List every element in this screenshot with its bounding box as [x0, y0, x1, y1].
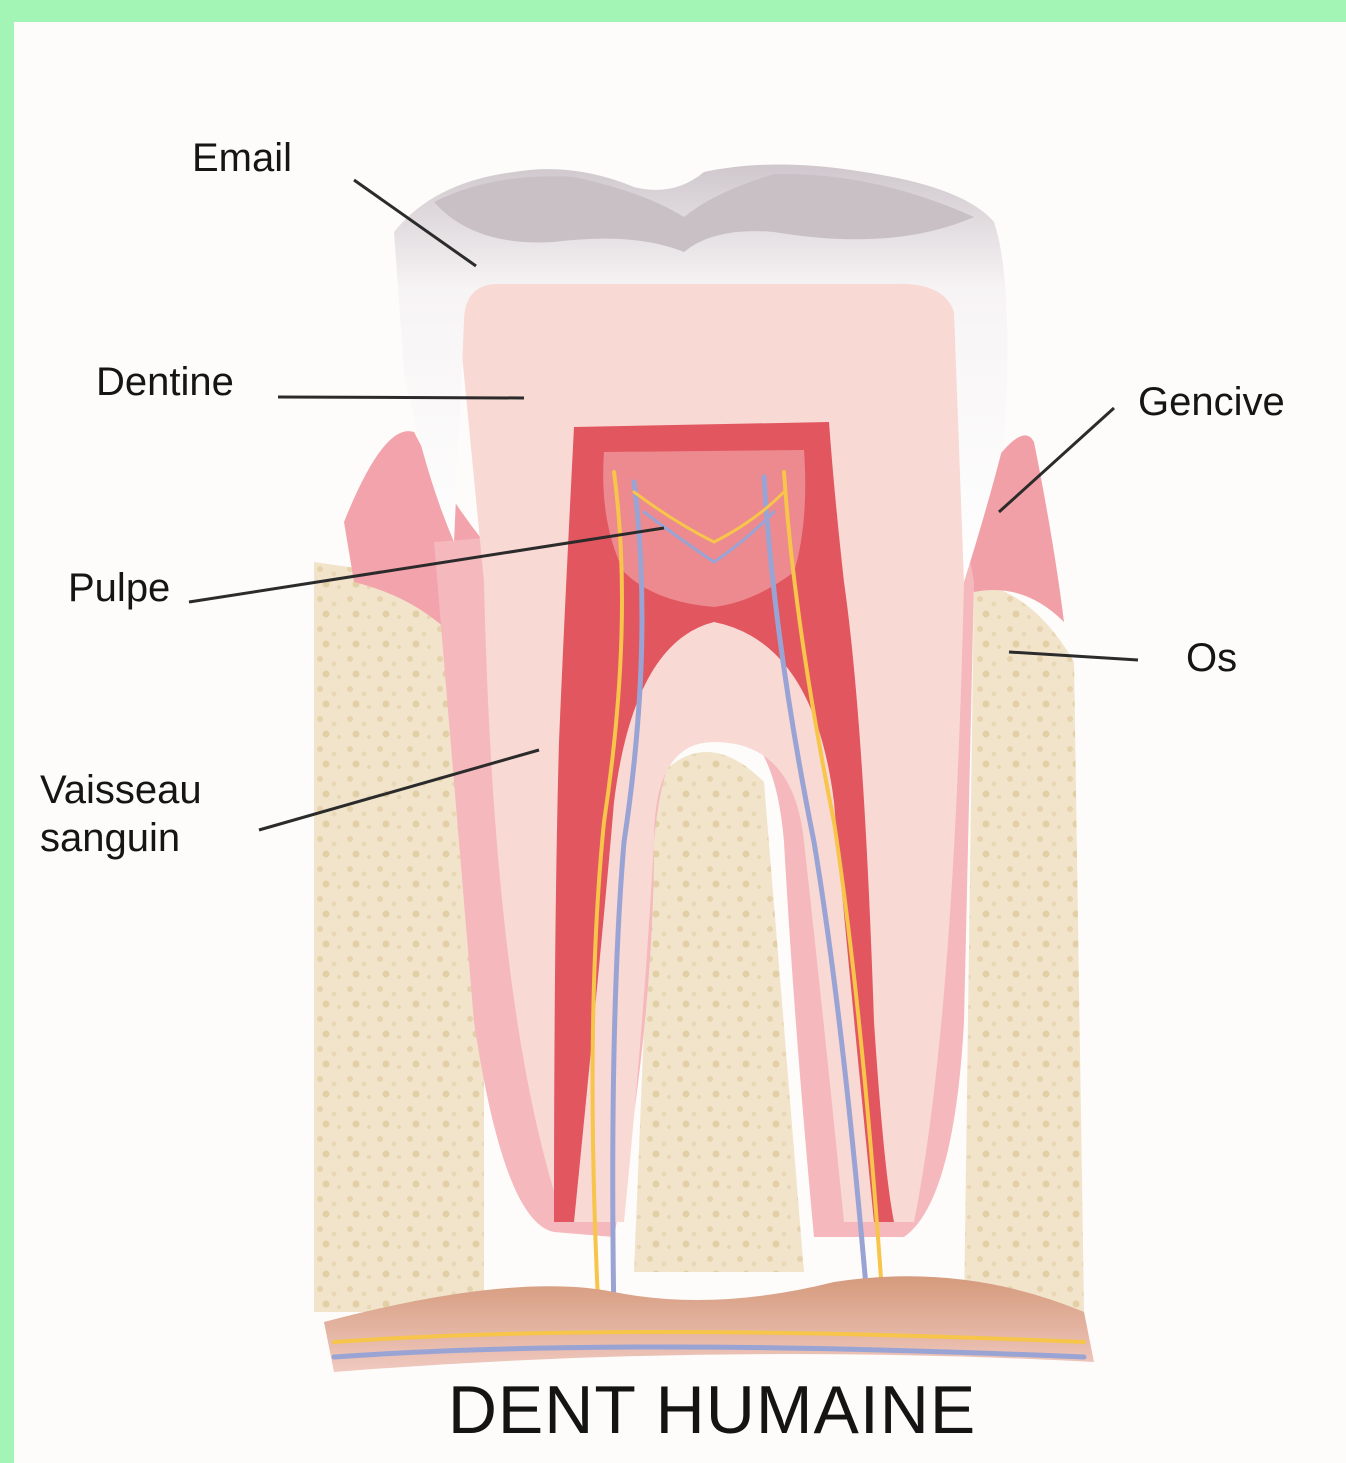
- label-gencive: Gencive: [1138, 378, 1285, 426]
- label-os: Os: [1186, 634, 1237, 682]
- diagram-frame: Email Dentine Gencive Pulpe Os Vaisseau …: [14, 22, 1346, 1463]
- bone-right: [964, 582, 1084, 1312]
- label-email: Email: [192, 134, 292, 182]
- bone-middle: [634, 752, 804, 1272]
- label-dentine: Dentine: [96, 358, 234, 406]
- label-vaisseau-line2: sanguin: [40, 814, 202, 862]
- label-pulpe: Pulpe: [68, 564, 170, 612]
- tooth-illustration: [14, 22, 1346, 1463]
- label-vaisseau-sanguin: Vaisseau sanguin: [40, 766, 202, 862]
- label-vaisseau-line1: Vaisseau: [40, 766, 202, 814]
- diagram-title: DENT HUMAINE: [46, 1370, 1346, 1450]
- leader-dentine: [278, 397, 524, 398]
